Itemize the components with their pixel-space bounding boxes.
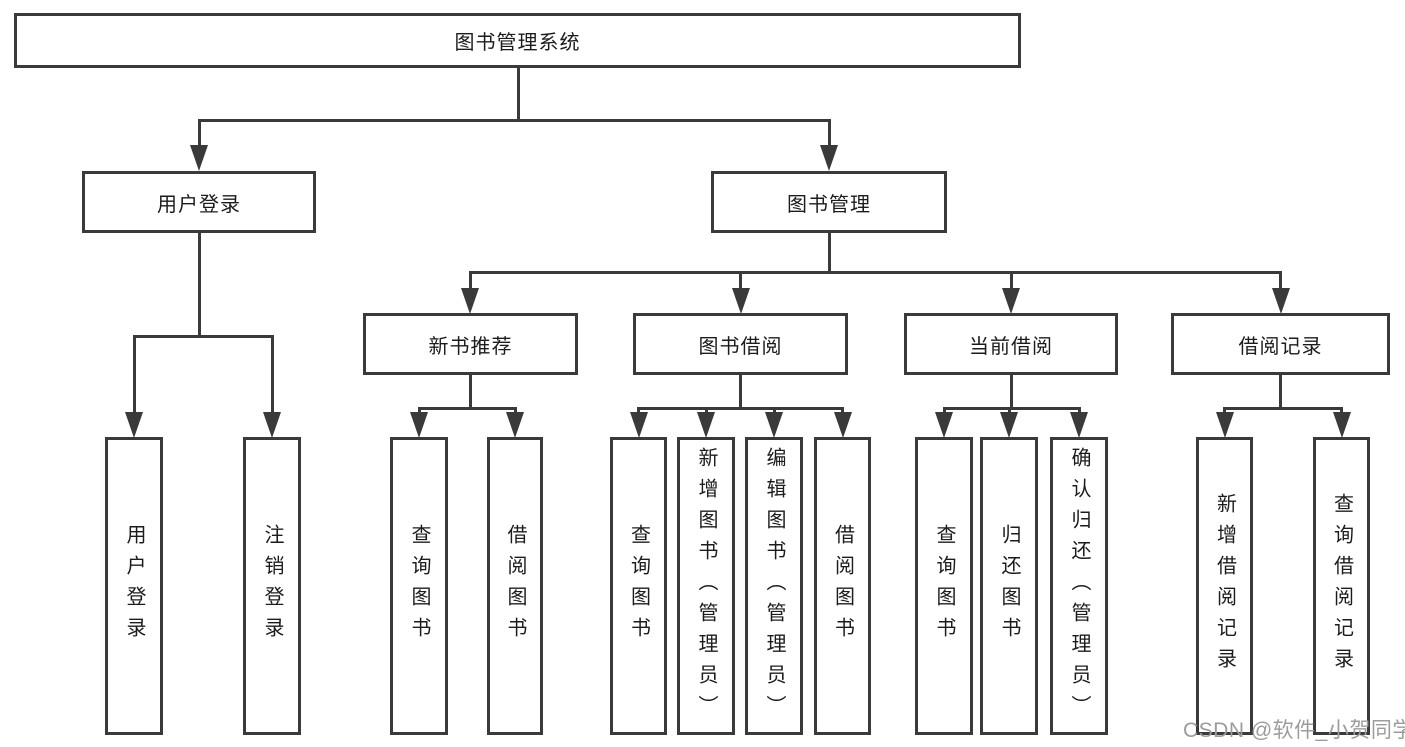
arrow-down-icon [697,412,715,438]
connector-line [942,407,1081,410]
node-borrow-records: 借阅记录 [1171,313,1390,375]
arrow-down-icon [833,412,852,438]
connector-line [197,119,831,122]
connector-line [1009,271,1013,289]
arrow-down-icon [263,412,281,438]
node-library-system: 图书管理系统 [14,13,1021,68]
connector-line [197,233,201,337]
connector-line [270,335,274,417]
leaf-query-books-borrowing: 查询图书 [610,437,667,735]
arrow-down-icon [410,412,428,438]
node-current-borrowing: 当前借阅 [904,313,1118,375]
leaf-add-borrow-record-label: 新增借阅记录 [1213,493,1236,679]
connector-line [1223,407,1343,410]
arrow-down-icon [1215,412,1234,438]
leaf-query-books-borrowing-label: 查询图书 [627,524,650,648]
arrow-down-icon [1332,412,1351,438]
node-book-borrowing-label: 图书借阅 [698,335,783,358]
arrow-down-icon [935,412,953,438]
node-book-management: 图书管理 [711,171,947,233]
node-book-management-label: 图书管理 [787,193,871,216]
node-new-book-recommend-label: 新书推荐 [428,335,513,358]
connector-line [132,335,274,338]
leaf-return-book-label: 归还图书 [998,524,1020,648]
leaf-borrow-books-label: 借阅图书 [831,524,854,648]
arrow-down-icon [506,412,524,438]
arrow-down-icon [1000,412,1018,438]
leaf-user-login-label: 用户登录 [123,524,145,648]
leaf-query-books-current-label: 查询图书 [933,524,955,648]
node-book-borrowing: 图书借阅 [633,313,848,375]
arrow-down-icon [629,412,648,438]
connector-line [1009,375,1013,410]
connector-line [516,68,520,122]
arrow-down-icon [765,412,783,438]
leaf-query-books-recommend-label: 查询图书 [408,524,430,648]
leaf-add-book-admin: 新增图书（管理员） [677,437,735,735]
arrow-down-icon [820,145,838,171]
node-current-borrowing-label: 当前借阅 [969,335,1053,358]
arrow-down-icon [190,145,208,171]
leaf-query-borrow-record: 查询借阅记录 [1313,437,1370,735]
leaf-logout-label: 注销登录 [261,524,283,648]
node-user-login: 用户登录 [82,171,316,233]
connector-line [739,271,742,289]
arrow-down-icon [1002,288,1020,314]
leaf-confirm-return-admin: 确认归还（管理员） [1050,437,1108,735]
node-user-login-label: 用户登录 [157,193,241,216]
leaf-borrow-books-recommend-label: 借阅图书 [504,524,526,648]
arrow-down-icon [731,288,750,314]
leaf-user-login: 用户登录 [105,437,163,735]
leaf-logout: 注销登录 [243,437,301,735]
leaf-borrow-books-recommend: 借阅图书 [487,437,543,735]
connector-line [417,407,517,410]
arrow-down-icon [461,288,479,314]
connector-line [739,375,742,410]
connector-line [197,119,201,149]
leaf-borrow-books: 借阅图书 [814,437,871,735]
leaf-confirm-return-admin-label: 确认归还（管理员） [1068,446,1090,726]
leaf-query-borrow-record-label: 查询借阅记录 [1330,493,1353,679]
node-new-book-recommend: 新书推荐 [363,313,578,375]
connector-line [827,119,831,149]
connector-line [637,407,844,410]
leaf-query-books-current: 查询图书 [915,437,973,735]
csdn-watermark: CSDN @软件_小贺同学 [1183,719,1405,742]
connector-line [468,375,472,410]
leaf-query-books-recommend: 查询图书 [390,437,448,735]
arrow-down-icon [1070,412,1088,438]
connector-line [827,233,831,274]
leaf-return-book: 归还图书 [980,437,1038,735]
connector-line [1279,375,1282,410]
leaf-edit-book-admin: 编辑图书（管理员） [745,437,803,735]
leaf-add-book-admin-label: 新增图书（管理员） [695,446,717,726]
connector-line [468,271,1282,274]
node-borrow-records-label: 借阅记录 [1238,335,1323,358]
node-library-system-label: 图书管理系统 [454,32,581,54]
leaf-add-borrow-record: 新增借阅记录 [1196,437,1253,735]
connector-line [468,271,472,289]
connector-line [1279,271,1282,289]
arrow-down-icon [125,412,143,438]
leaf-edit-book-admin-label: 编辑图书（管理员） [763,446,785,726]
arrow-down-icon [1271,288,1290,314]
connector-line [132,335,136,417]
